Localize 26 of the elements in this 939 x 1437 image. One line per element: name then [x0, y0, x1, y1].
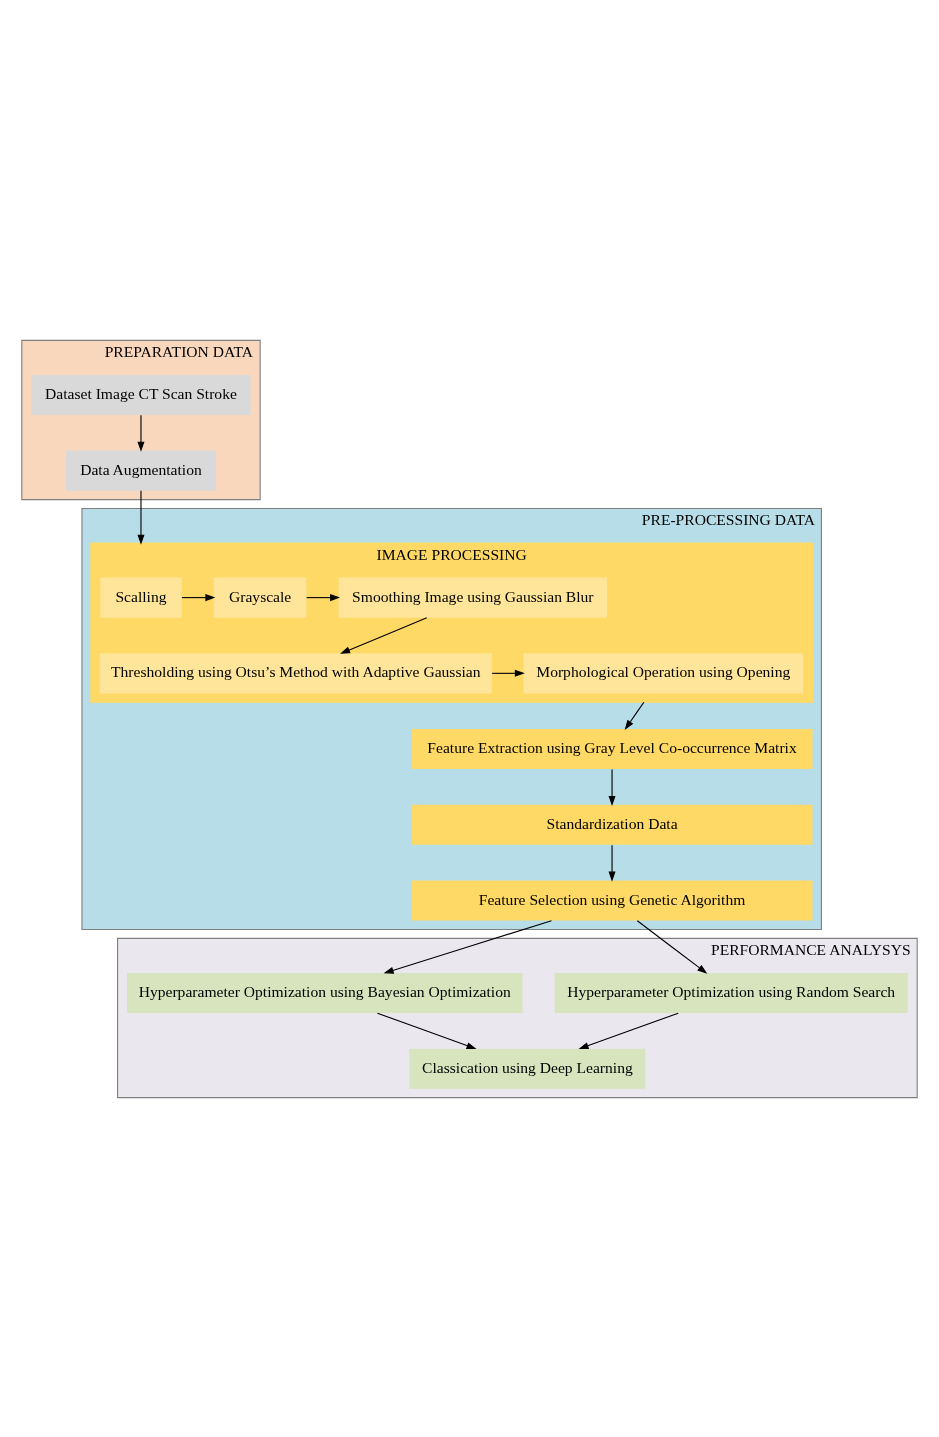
node-box: Hyperparameter Optimization using Random Search — [554, 972, 908, 1013]
arrow — [636, 919, 708, 974]
node-box: Dataset Image CT Scan Stroke — [31, 374, 251, 415]
node-box: Smoothing Image using Gaussian Blur — [338, 577, 608, 618]
arrow — [608, 768, 616, 806]
arrow — [608, 844, 616, 882]
arrow — [376, 1012, 477, 1049]
node-box: Feature Selection using Genetic Algorithm — [411, 880, 813, 921]
node-box: Grayscale — [213, 577, 307, 618]
arrow — [137, 489, 145, 545]
arrow — [137, 414, 145, 452]
arrow — [181, 593, 216, 601]
node-box: Morphological Operation using Opening — [523, 652, 804, 693]
arrow — [491, 669, 525, 677]
node-box: Data Augmentation — [65, 450, 217, 491]
node-box: Standardization Data — [411, 804, 813, 845]
node-box: Classication using Deep Learning — [409, 1048, 646, 1089]
node-box: Feature Extraction using Gray Level Co-occurrence Matrix — [411, 728, 813, 769]
arrow — [578, 1012, 679, 1049]
arrow — [624, 701, 645, 730]
node-box: Hyperparameter Optimization using Bayesian Optimization — [127, 972, 523, 1013]
node-box: Scalling — [100, 577, 182, 618]
arrow — [306, 593, 341, 601]
node-box: Thresholding using Otsu’s Method with Adaptive Gaussian — [99, 652, 492, 693]
arrow — [340, 616, 428, 654]
arrow — [383, 919, 552, 974]
